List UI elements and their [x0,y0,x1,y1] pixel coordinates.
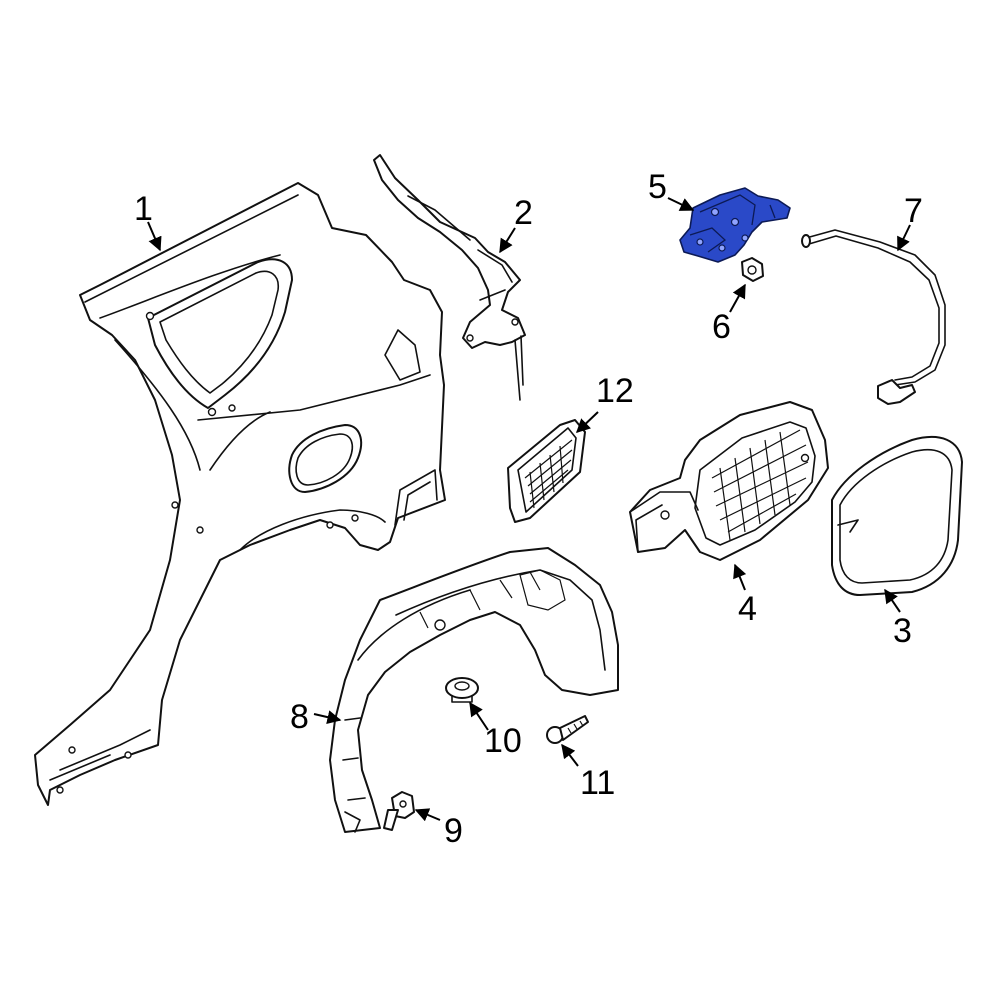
part-11-screw [546,715,589,744]
part-3-fuel-door [831,436,963,596]
part-1-quarter-panel [34,182,446,806]
part-8-wheel-liner [329,547,619,833]
callout-4: 4 [738,590,757,628]
callout-9: 9 [444,812,463,850]
part-4-filler-housing [629,401,829,561]
callout-12: 12 [596,372,634,410]
callout-5: 5 [648,168,667,206]
leader-lines [147,197,911,822]
part-7-release-cable [801,229,946,405]
callout-8: 8 [290,698,309,736]
part-6-nut [741,257,764,282]
part-10-grommet [445,677,479,703]
callout-3: 3 [893,612,912,650]
callout-labels: 1 2 3 4 5 6 7 8 9 10 11 12 [134,168,923,850]
callout-6: 6 [712,308,731,346]
part-2-filler-hose [373,154,526,401]
part-12-vent [507,419,586,523]
callout-2: 2 [514,194,533,232]
callout-7: 7 [904,192,923,230]
part-5-fuel-door-actuator [679,187,791,263]
callout-1: 1 [134,190,153,228]
callout-10: 10 [484,722,522,760]
callout-11: 11 [580,764,615,802]
part-9-clip [383,791,415,831]
